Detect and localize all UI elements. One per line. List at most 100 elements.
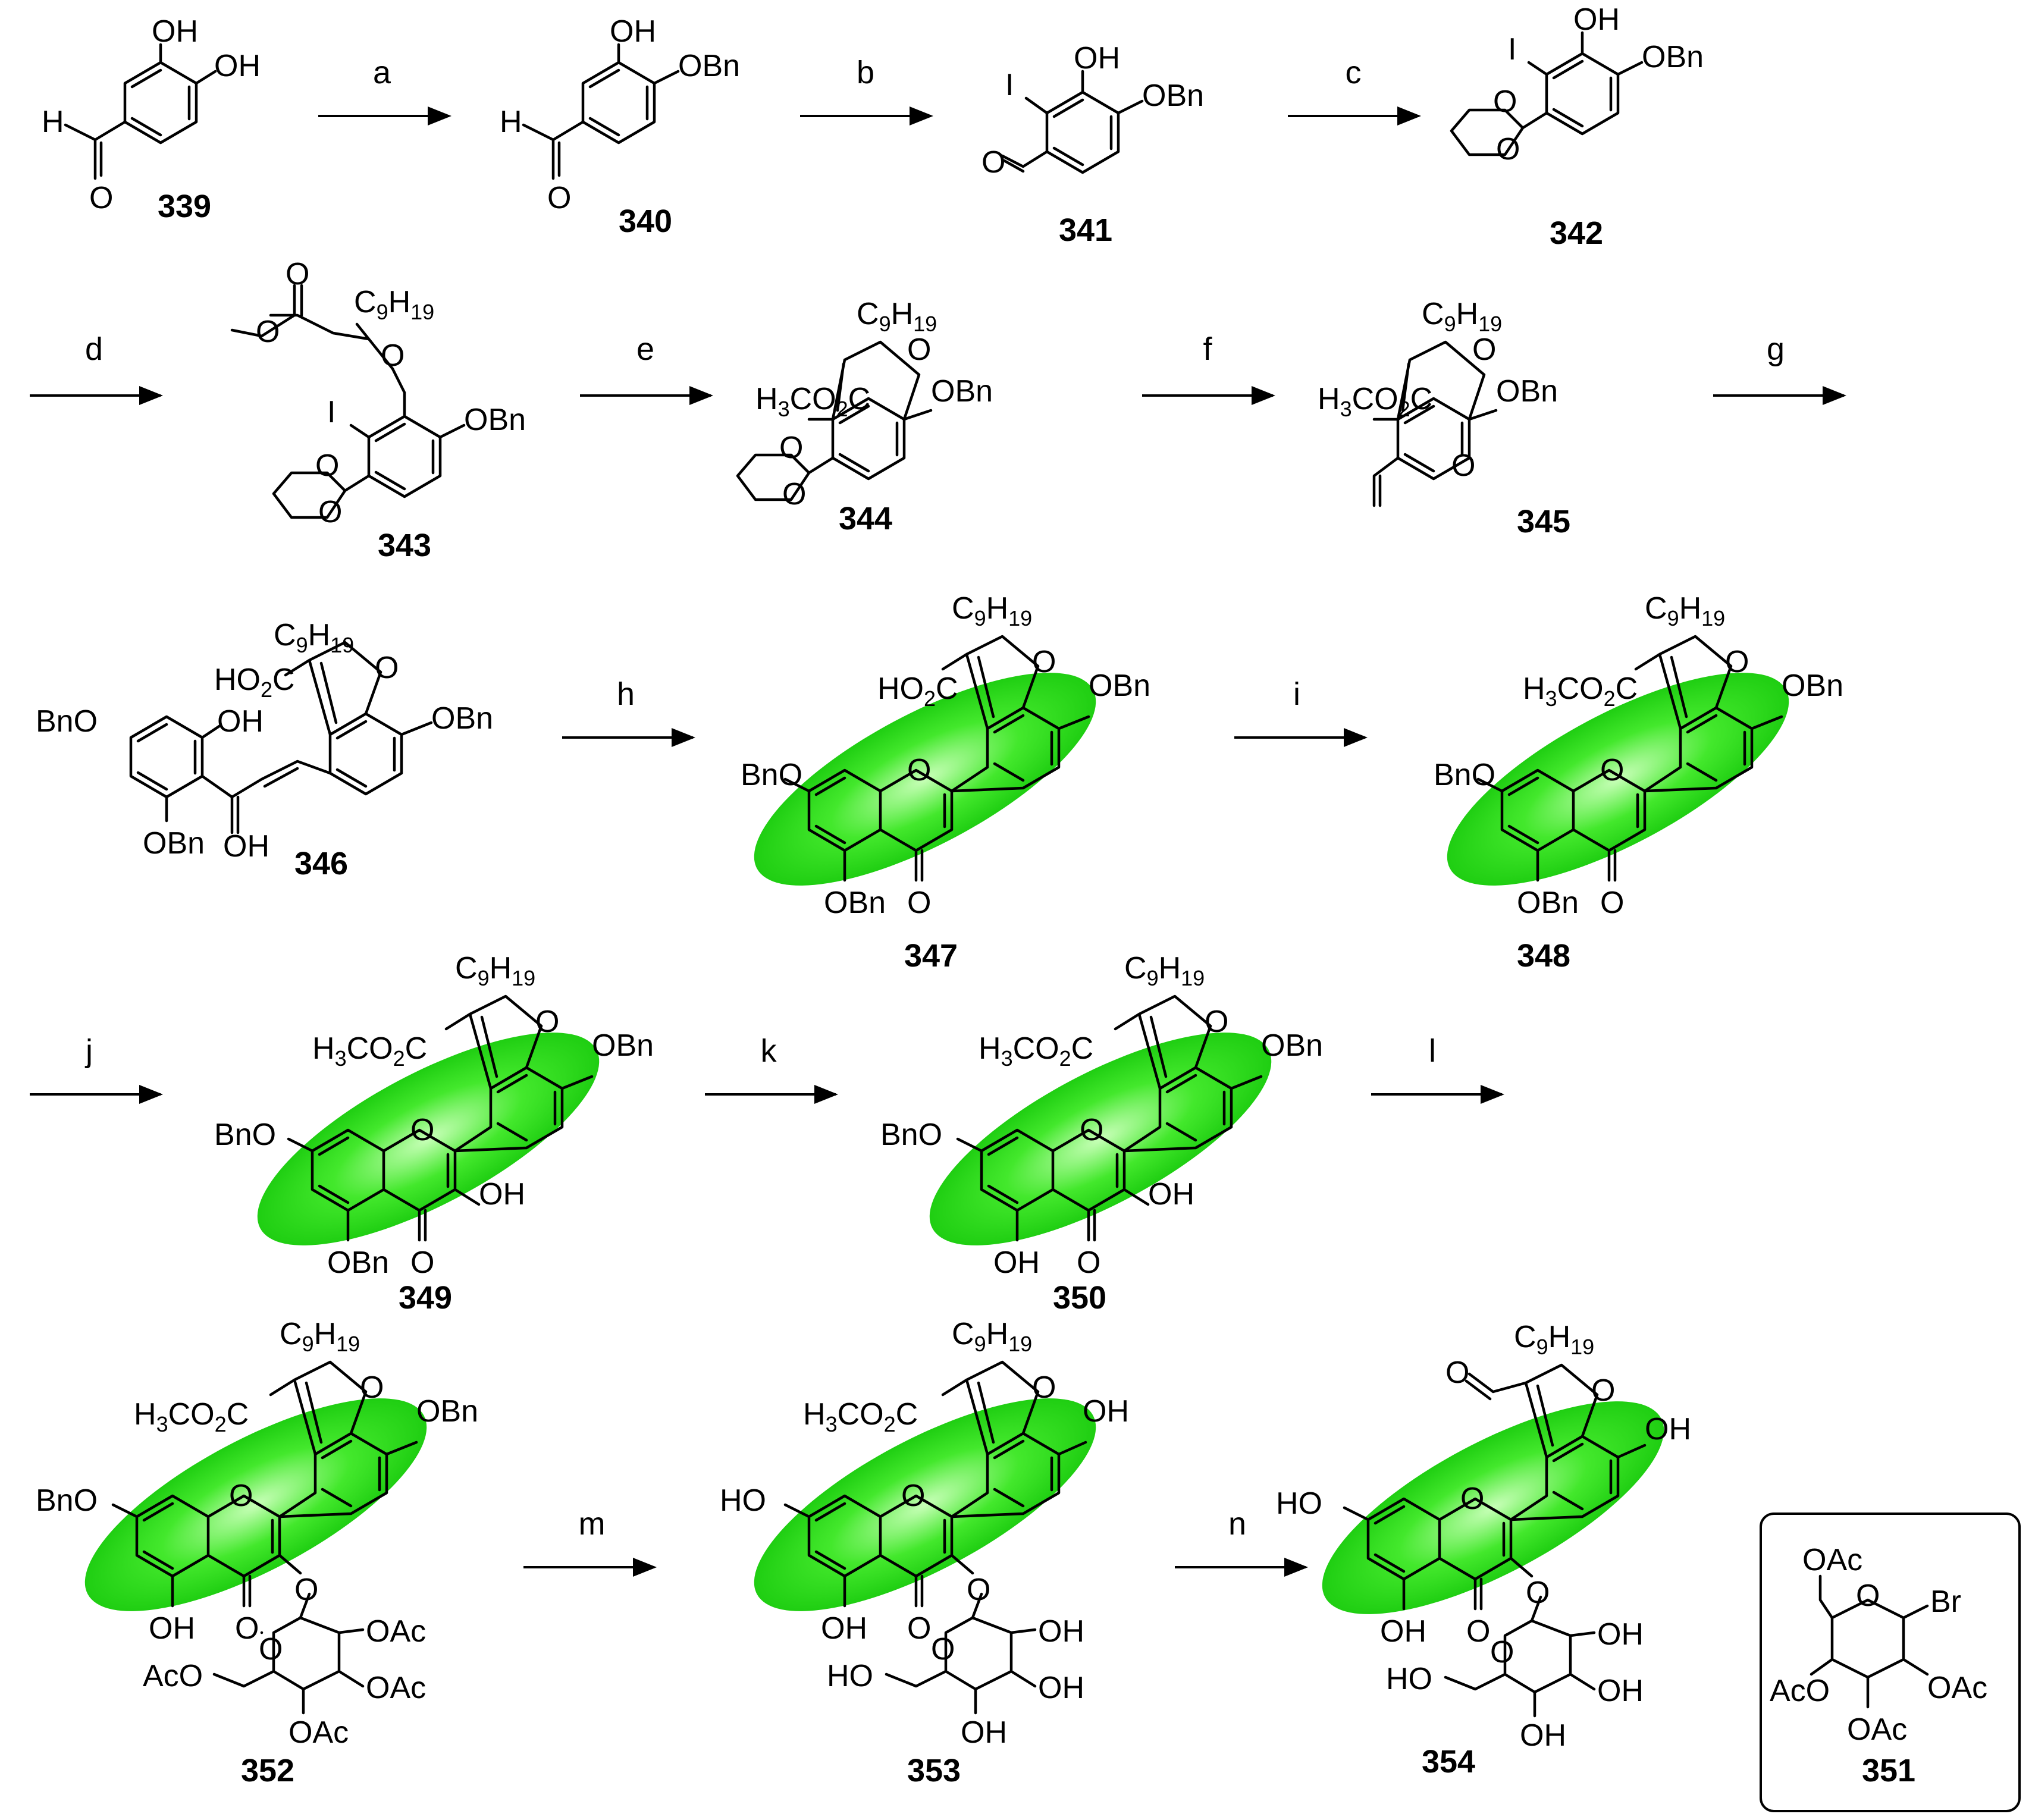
step-d: d — [85, 331, 103, 367]
svg-text:O: O — [360, 1370, 384, 1405]
svg-text:I: I — [327, 395, 335, 429]
svg-text:O: O — [315, 448, 339, 483]
svg-text:O: O — [931, 1632, 955, 1667]
svg-text:H: H — [500, 105, 522, 139]
svg-text:OAc: OAc — [289, 1715, 349, 1750]
svg-text:347: 347 — [904, 938, 958, 974]
svg-text:O: O — [1490, 1635, 1514, 1670]
svg-text:O: O — [1080, 1113, 1103, 1147]
svg-text:HO: HO — [1386, 1662, 1432, 1696]
step-e: e — [636, 331, 654, 367]
svg-text:O: O — [1591, 1373, 1615, 1408]
svg-text:OH: OH — [1520, 1718, 1566, 1753]
svg-text:C9H19: C9H19 — [1645, 591, 1725, 630]
svg-text:C9H19: C9H19 — [274, 618, 354, 657]
svg-text:350: 350 — [1053, 1280, 1106, 1316]
svg-text:O: O — [1526, 1576, 1550, 1610]
svg-text:O: O — [259, 1632, 283, 1667]
svg-text:341: 341 — [1059, 212, 1112, 248]
svg-text:C9H19: C9H19 — [1124, 951, 1205, 990]
compound-343: O O O C9H19 I OBn O O 343 — [230, 257, 526, 563]
svg-text:O: O — [1725, 645, 1749, 679]
svg-text:OH: OH — [1148, 1177, 1194, 1212]
svg-text:AcO: AcO — [143, 1659, 203, 1693]
svg-text:342: 342 — [1550, 215, 1603, 251]
svg-text:C9H19: C9H19 — [455, 951, 535, 990]
svg-text:345: 345 — [1517, 504, 1570, 539]
svg-text:OH: OH — [152, 14, 198, 49]
svg-text:OH: OH — [1380, 1614, 1426, 1649]
svg-text:H3CO2C: H3CO2C — [1318, 382, 1432, 421]
svg-text:HO2C: HO2C — [214, 663, 295, 702]
svg-text:O: O — [907, 886, 931, 920]
svg-text:H3CO2C: H3CO2C — [979, 1031, 1093, 1071]
svg-text:C9H19: C9H19 — [1422, 297, 1502, 336]
svg-text:OH: OH — [1038, 1614, 1084, 1649]
svg-text:OBn: OBn — [931, 374, 993, 409]
svg-text:C9H19: C9H19 — [280, 1317, 360, 1356]
svg-text:OBn: OBn — [416, 1394, 478, 1429]
svg-text:O: O — [907, 753, 931, 787]
svg-text:H3CO2C: H3CO2C — [1523, 671, 1638, 711]
svg-text:OH: OH — [149, 1611, 195, 1646]
svg-text:C9H19: C9H19 — [857, 297, 937, 336]
svg-text:OBn: OBn — [464, 403, 526, 437]
svg-text:OH: OH — [1038, 1671, 1084, 1705]
svg-text:HO2C: HO2C — [877, 671, 958, 711]
svg-text:O: O — [1032, 645, 1056, 679]
svg-text:340: 340 — [619, 203, 672, 239]
svg-text:BnO: BnO — [36, 704, 98, 739]
svg-text:348: 348 — [1517, 938, 1570, 974]
compound-342: OH I OBn O O 342 — [1450, 2, 1704, 251]
svg-text:OH: OH — [223, 829, 269, 864]
svg-text:I: I — [1005, 68, 1014, 102]
svg-text:O: O — [294, 1573, 318, 1607]
svg-text:349: 349 — [399, 1280, 452, 1316]
compound-352: O O C9H19 H3CO2C OBn BnO OH O O O OAc OA… — [36, 1317, 478, 1788]
svg-text:OBn: OBn — [824, 886, 886, 920]
svg-text:O: O — [1460, 1482, 1484, 1516]
svg-text:O: O — [547, 181, 571, 215]
svg-text:OH: OH — [217, 704, 264, 739]
svg-text:OH: OH — [1597, 1674, 1644, 1708]
svg-text:OBn: OBn — [678, 49, 740, 83]
svg-text:O: O — [235, 1611, 259, 1646]
svg-text:O: O — [375, 651, 399, 685]
compound-350: O O C9H19 H3CO2C OBn BnO OH O OH 350 — [880, 951, 1323, 1316]
svg-text:OBn: OBn — [592, 1028, 654, 1063]
highlight-349 — [257, 1033, 600, 1245]
svg-text:BnO: BnO — [214, 1118, 276, 1152]
svg-text:H3CO2C: H3CO2C — [803, 1397, 918, 1436]
svg-text:O: O — [256, 315, 280, 349]
svg-text:OBn: OBn — [1642, 40, 1704, 74]
svg-text:O: O — [1445, 1355, 1469, 1390]
svg-text:O: O — [1493, 84, 1517, 119]
compound-349: O O C9H19 H3CO2C OBn BnO OBn O OH 349 — [214, 951, 654, 1316]
svg-text:AcO: AcO — [1770, 1674, 1830, 1708]
svg-text:OH: OH — [479, 1177, 525, 1212]
svg-text:O: O — [1032, 1370, 1056, 1405]
compound-353: O O C9H19 H3CO2C OH HO OH O O O OH OH OH… — [720, 1317, 1129, 1788]
svg-text:O: O — [967, 1573, 990, 1607]
box-351 — [1760, 1513, 2021, 1812]
compound-344: O C9H19 H3CO2C OBn O O 344 — [736, 297, 993, 536]
compound-347: O O C9H19 HO2C OBn BnO OBn O 347 — [741, 591, 1150, 974]
svg-text:O: O — [229, 1479, 253, 1513]
svg-text:O: O — [779, 431, 803, 465]
svg-text:OH: OH — [1074, 41, 1120, 76]
reaction-arrows: a b c d e f g h i j k l m n — [30, 55, 1846, 1577]
highlight-352 — [84, 1398, 427, 1611]
svg-text:C9H19: C9H19 — [1514, 1320, 1594, 1359]
svg-text:OBn: OBn — [1782, 669, 1843, 703]
svg-text:OBn: OBn — [1517, 886, 1579, 920]
svg-text:343: 343 — [378, 528, 431, 563]
highlight-353 — [754, 1398, 1096, 1611]
highlight-350 — [929, 1033, 1272, 1245]
step-h: h — [617, 676, 635, 712]
svg-text:C9H19: C9H19 — [354, 285, 434, 324]
compound-340: OH OBn H O 340 — [500, 14, 740, 239]
svg-text:OAc: OAc — [1802, 1543, 1862, 1577]
svg-text:O: O — [907, 1611, 931, 1646]
svg-text:OH: OH — [1645, 1412, 1691, 1446]
svg-text:339: 339 — [158, 189, 211, 224]
